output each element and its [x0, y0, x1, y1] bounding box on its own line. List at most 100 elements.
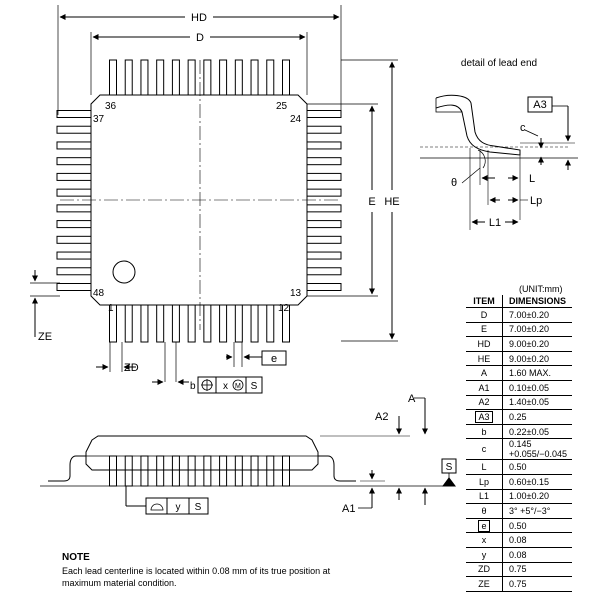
- table-cell-value: 0.10±0.05: [502, 379, 572, 396]
- lead-left: [56, 125, 92, 134]
- lead-left: [56, 110, 92, 118]
- package-body-outline: [90, 94, 308, 306]
- datum-s-label: S: [446, 462, 453, 473]
- detail-label-c: c: [520, 122, 526, 134]
- lead-right: [306, 235, 342, 244]
- lead-group-top: [109, 59, 290, 96]
- side-lead: [250, 455, 259, 487]
- side-lead: [234, 455, 243, 487]
- label-e: E: [368, 196, 375, 208]
- table-cell-item: A3: [466, 409, 503, 425]
- label-zd: ZD: [124, 362, 139, 374]
- note-title: NOTE: [62, 552, 90, 563]
- table-cell-item: A: [466, 365, 503, 381]
- side-body-outline: [85, 435, 319, 471]
- lead-bottom: [109, 304, 117, 343]
- lead-group-left: [56, 110, 92, 291]
- pin-label-48: 48: [93, 288, 105, 299]
- detail-label-lp: Lp: [530, 195, 542, 207]
- item-text: A2: [478, 397, 490, 408]
- note-text: Each lead centerline is located within 0…: [62, 566, 331, 588]
- lead-right: [306, 110, 342, 118]
- table-cell-value: 0.22±0.05: [502, 423, 572, 439]
- table-unit: (UNIT:mm): [519, 284, 563, 294]
- pin-label-25: 25: [276, 101, 288, 112]
- table-cell-value: 1.00±0.20: [502, 488, 572, 504]
- lead-top: [187, 59, 196, 96]
- item-text: E: [480, 324, 487, 335]
- table-cell-value: 0.50: [502, 459, 572, 475]
- pitch-box-label: e: [271, 353, 277, 365]
- lead-right: [306, 283, 342, 291]
- lead-group-bottom: [109, 304, 290, 343]
- table-cell-item: e: [466, 517, 503, 533]
- lead-top: [203, 59, 212, 96]
- table-cell-item: θ: [466, 503, 503, 519]
- lead-bottom: [171, 304, 180, 343]
- item-text: ZE: [478, 578, 490, 589]
- side-lead-group: [109, 455, 290, 487]
- side-label-a1: A1: [342, 503, 355, 515]
- lead-right: [306, 125, 342, 134]
- lead-top: [140, 59, 149, 96]
- lead-bottom: [266, 304, 275, 343]
- lead-bottom: [156, 304, 165, 343]
- table-cell-value: 0.08: [502, 546, 572, 562]
- item-text: A3: [475, 410, 493, 423]
- lead-left: [56, 251, 92, 260]
- detail-label-theta: θ: [451, 177, 457, 189]
- item-text: c: [481, 444, 487, 455]
- pin-label-1: 1: [108, 303, 114, 314]
- pin1-index-mark: [112, 260, 136, 284]
- table-cell-item: E: [466, 321, 503, 337]
- table-cell-item: ZD: [466, 561, 503, 577]
- lead-bottom: [282, 304, 290, 343]
- flatness-datum-label: S: [195, 502, 202, 513]
- item-text: ZD: [478, 564, 490, 575]
- side-view: [40, 397, 457, 515]
- item-text: L: [481, 462, 487, 473]
- top-view: [30, 5, 398, 394]
- fcf-b-label: b: [190, 381, 196, 392]
- lead-bottom: [250, 304, 259, 343]
- lead-group-right: [306, 110, 342, 291]
- mmc-symbol: M: [235, 383, 241, 390]
- table-cell-item: b: [466, 423, 503, 439]
- side-label-a2: A2: [375, 411, 388, 423]
- item-text: y: [481, 549, 487, 560]
- label-ze: ZE: [38, 331, 52, 343]
- item-text: A: [480, 368, 487, 379]
- detail-label-l1: L1: [489, 217, 501, 229]
- lead-right: [306, 172, 342, 181]
- lead-left: [56, 204, 92, 213]
- table-cell-value: 0.08: [502, 532, 572, 548]
- lead-left: [56, 235, 92, 244]
- fcf-datum-label: S: [251, 381, 258, 392]
- lead-detail-view: [420, 94, 578, 230]
- lead-left: [56, 157, 92, 166]
- lead-right: [306, 188, 342, 197]
- lead-left: [56, 220, 92, 229]
- lead-top: [234, 59, 243, 96]
- label-d: D: [196, 32, 204, 44]
- header-item: ITEM: [466, 295, 503, 308]
- lead-bottom: [124, 304, 133, 343]
- lead-top: [171, 59, 180, 96]
- table-cell-item: c: [466, 438, 503, 460]
- table-cell-item: Lp: [466, 473, 503, 490]
- side-lead: [282, 455, 290, 487]
- lead-right: [306, 267, 342, 276]
- table-cell-item: L1: [466, 488, 503, 504]
